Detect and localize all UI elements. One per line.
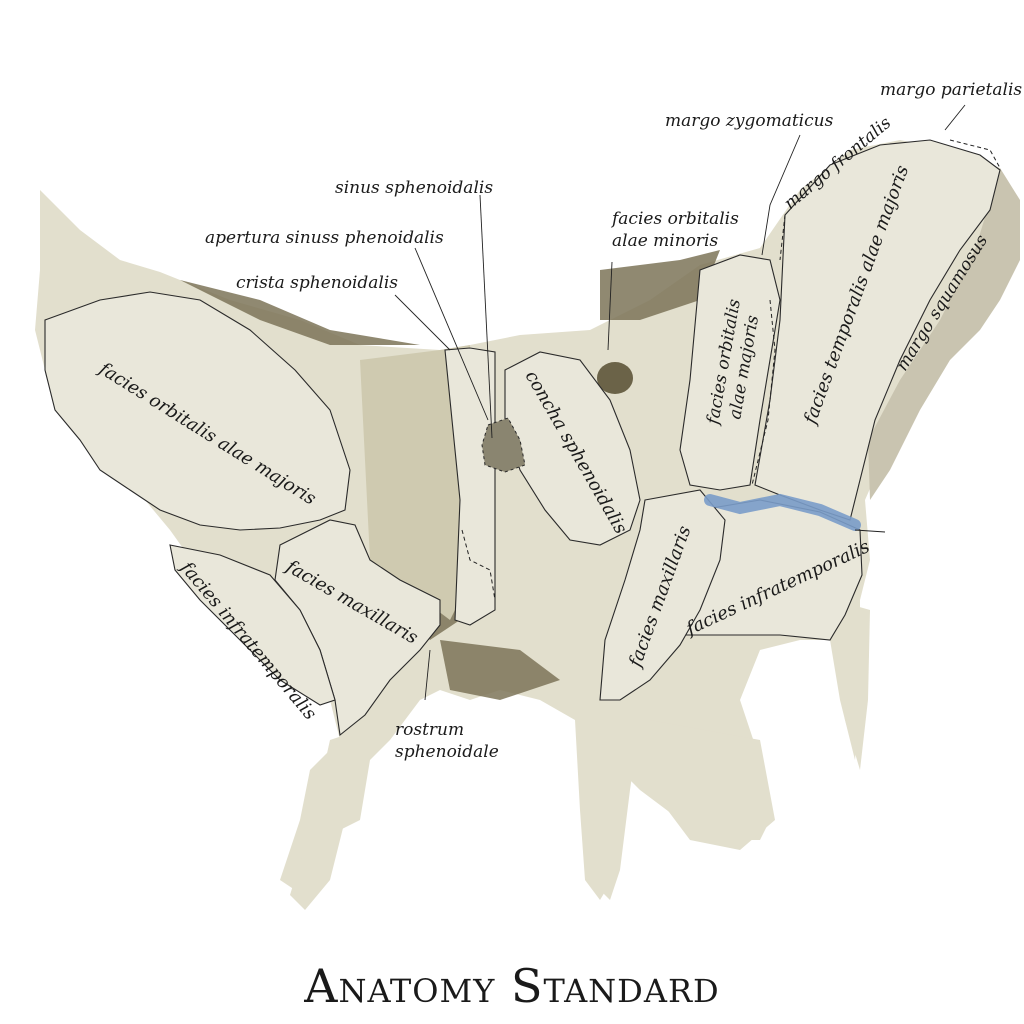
label-orbitalis-minoris-2: alae minoris xyxy=(612,231,718,251)
region-maxillaris-right xyxy=(599,489,726,701)
leader-lines xyxy=(394,104,966,701)
region-concha xyxy=(504,351,641,546)
foramen-opening xyxy=(597,362,633,394)
region-crista xyxy=(444,347,496,626)
label-margo-zygomaticus: margo zygomaticus xyxy=(665,111,834,131)
label-margo-parietalis: margo parietalis xyxy=(880,80,1022,100)
sinus-opening xyxy=(481,417,526,473)
label-apertura: apertura sinuss phenoidalis xyxy=(205,228,444,248)
label-orbitalis-minoris-1: facies orbitalis xyxy=(610,209,739,229)
region-infratemporalis-left xyxy=(169,544,336,706)
region-temporalis-right xyxy=(754,139,1001,521)
label-crista-sphenoidalis: crista sphenoidalis xyxy=(236,273,398,293)
groove-highlight xyxy=(704,493,861,531)
label-rostrum-1: rostrum xyxy=(395,720,464,740)
label-sinus-sphenoidalis: sinus sphenoidalis xyxy=(335,178,493,198)
brand-wordmark: Anatomy Standard xyxy=(303,959,719,1013)
region-orbitalis-right xyxy=(679,254,781,491)
region-orbitalis-left xyxy=(44,291,351,531)
label-rostrum-2: sphenoidale xyxy=(395,742,499,762)
anatomical-regions xyxy=(44,139,1001,737)
